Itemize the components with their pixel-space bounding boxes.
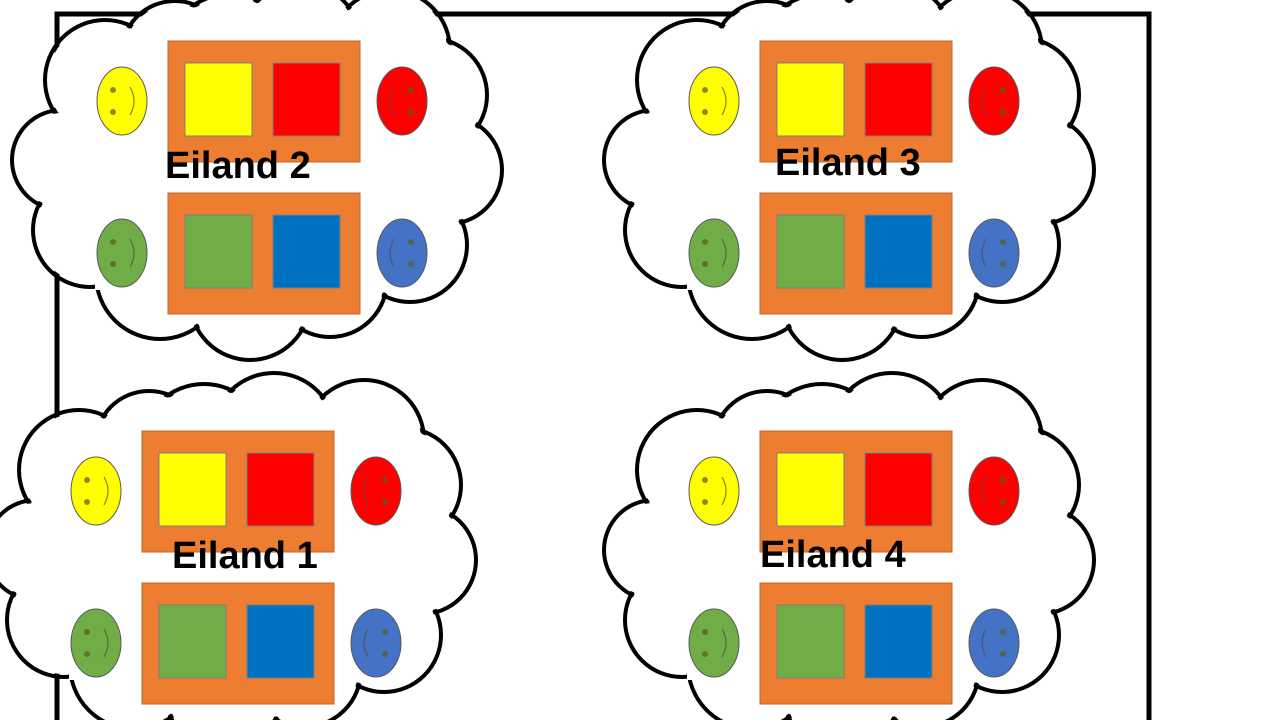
desk-right bbox=[272, 62, 341, 137]
desk-left bbox=[158, 604, 227, 679]
desk-left bbox=[184, 62, 253, 137]
desk-right bbox=[864, 214, 933, 289]
smiley-face-icon bbox=[70, 608, 122, 678]
smiley-face-icon bbox=[688, 218, 740, 288]
smiley-face-icon bbox=[70, 456, 122, 526]
island-3: Eiland 1 bbox=[0, 371, 478, 720]
smiley-face-icon bbox=[376, 66, 428, 136]
desk-left bbox=[776, 452, 845, 527]
desk-left bbox=[158, 452, 227, 527]
smiley-face-icon bbox=[96, 66, 148, 136]
desk-left bbox=[184, 214, 253, 289]
table-top bbox=[141, 430, 335, 553]
smiley-face-icon bbox=[688, 66, 740, 136]
smiley-face-icon bbox=[688, 608, 740, 678]
island-label: Eiland 4 bbox=[760, 534, 906, 576]
table-top bbox=[759, 40, 953, 163]
smiley-face-icon bbox=[350, 456, 402, 526]
table-bottom bbox=[167, 192, 361, 315]
table-bottom bbox=[141, 582, 335, 705]
smiley-face-icon bbox=[96, 218, 148, 288]
smiley-face-icon bbox=[350, 608, 402, 678]
island-1: Eiland 2 bbox=[10, 0, 504, 362]
desk-right bbox=[246, 452, 315, 527]
desk-right bbox=[272, 214, 341, 289]
desk-right bbox=[864, 62, 933, 137]
desk-right bbox=[246, 604, 315, 679]
desk-left bbox=[776, 604, 845, 679]
desk-left bbox=[776, 62, 845, 137]
table-top bbox=[759, 430, 953, 553]
table-bottom bbox=[759, 582, 953, 705]
desk-right bbox=[864, 452, 933, 527]
table-bottom bbox=[759, 192, 953, 315]
smiley-face-icon bbox=[968, 218, 1020, 288]
island-label: Eiland 1 bbox=[172, 535, 318, 577]
island-label: Eiland 2 bbox=[165, 145, 311, 187]
smiley-face-icon bbox=[968, 608, 1020, 678]
table-top bbox=[167, 40, 361, 163]
smiley-face-icon bbox=[688, 456, 740, 526]
smiley-face-icon bbox=[968, 66, 1020, 136]
smiley-face-icon bbox=[376, 218, 428, 288]
desk-left bbox=[776, 214, 845, 289]
island-4: Eiland 4 bbox=[602, 371, 1096, 720]
smiley-face-icon bbox=[968, 456, 1020, 526]
island-label: Eiland 3 bbox=[775, 142, 921, 184]
room-frame bbox=[54, 11, 1152, 720]
island-2: Eiland 3 bbox=[602, 0, 1096, 362]
desk-right bbox=[864, 604, 933, 679]
